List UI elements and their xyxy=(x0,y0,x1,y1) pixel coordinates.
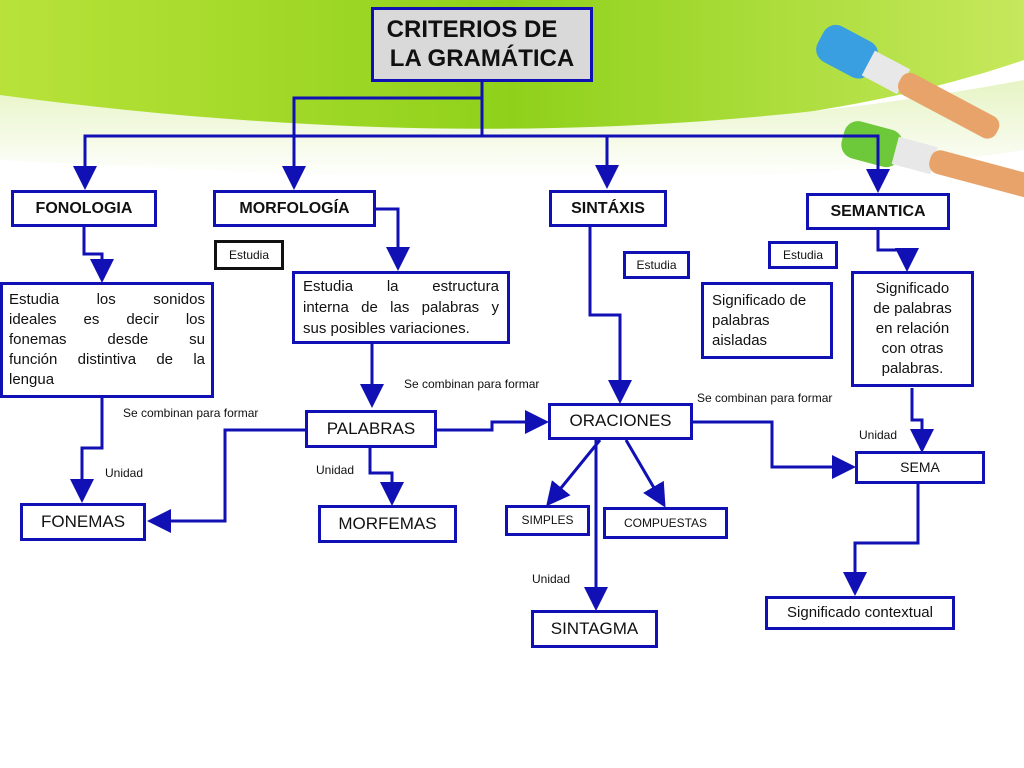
fonologia-label: FONOLOGIA xyxy=(35,199,133,217)
description-line: aisladas xyxy=(712,331,768,349)
edge-label-unidad: Unidad xyxy=(532,572,571,586)
estudia-tag-morfologia: Estudia xyxy=(214,240,284,270)
description-line: función distintiva de la xyxy=(9,351,205,368)
significado-contextual-box: Significado contextual xyxy=(765,596,955,630)
estudia-label: Estudia xyxy=(782,247,824,262)
semantica-label: SEMANTICA xyxy=(830,202,926,220)
description-line: con otras xyxy=(881,340,944,357)
edge-label-unidad: Unidad xyxy=(859,428,898,442)
fonologia-description: Estudia los sonidos ideales es decir los… xyxy=(0,282,214,398)
simples-label: SIMPLES xyxy=(521,513,574,528)
title-box: CRITERIOS DE LA GRAMÁTICA xyxy=(371,7,593,82)
oraciones-box: ORACIONES xyxy=(548,403,693,440)
palabras-label: PALABRAS xyxy=(326,418,416,438)
edge-label-unidad: Unidad xyxy=(316,463,355,477)
morfemas-label: MORFEMAS xyxy=(338,513,437,533)
compuestas-box: COMPUESTAS xyxy=(603,507,728,539)
paintbrush-icon xyxy=(841,121,1024,198)
fonemas-box: FONEMAS xyxy=(20,503,146,541)
description-line: ideales es decir los xyxy=(9,311,205,328)
title-line-2: LA GRAMÁTICA xyxy=(389,44,575,72)
description-line: Significado xyxy=(875,280,950,297)
sintaxis-label: SINTÁXIS xyxy=(571,199,645,217)
sema-box: SEMA xyxy=(855,451,985,484)
description-line: interna de las palabras y xyxy=(303,299,499,316)
semantica-related-meaning: Significado de palabras en relación con … xyxy=(851,271,974,387)
sema-label: SEMA xyxy=(900,459,940,476)
description-line: palabras xyxy=(712,311,770,329)
estudia-tag-semantica: Estudia xyxy=(768,241,838,269)
edge-label-combinan: Se combinan para formar xyxy=(697,391,833,405)
fonologia-box: FONOLOGIA xyxy=(11,190,157,227)
description-line: palabras. xyxy=(881,360,944,377)
description-line: de palabras xyxy=(873,300,952,317)
oraciones-label: ORACIONES xyxy=(569,411,672,431)
estudia-tag-sintaxis: Estudia xyxy=(623,251,690,279)
light-swoosh xyxy=(0,80,1024,180)
sintagma-box: SINTAGMA xyxy=(531,610,658,648)
paintbrush-icon xyxy=(816,24,1000,139)
edge-label-combinan: Se combinan para formar xyxy=(123,406,259,420)
morfologia-description: Estudia la estructura interna de las pal… xyxy=(292,271,510,344)
simples-box: SIMPLES xyxy=(505,505,590,536)
description-line: Estudia la estructura xyxy=(303,278,499,295)
morfemas-box: MORFEMAS xyxy=(318,505,457,543)
compuestas-label: COMPUESTAS xyxy=(623,515,708,530)
sintagma-label: SINTAGMA xyxy=(550,618,639,638)
semantica-box: SEMANTICA xyxy=(806,193,950,230)
title-line-1: CRITERIOS DE xyxy=(386,15,558,43)
description-line: fonemas desde su xyxy=(9,331,205,348)
palabras-box: PALABRAS xyxy=(305,410,437,448)
fonemas-label: FONEMAS xyxy=(40,511,126,531)
estudia-label: Estudia xyxy=(636,257,677,272)
edge-label-combinan: Se combinan para formar xyxy=(404,377,540,391)
edge-label-unidad: Unidad xyxy=(105,466,144,480)
description-line: Significado de xyxy=(712,291,807,309)
significado-contextual-label: Significado contextual xyxy=(787,604,933,621)
estudia-label: Estudia xyxy=(228,247,270,262)
morfologia-box: MORFOLOGÍA xyxy=(213,190,376,227)
morfologia-label: MORFOLOGÍA xyxy=(239,199,350,217)
description-line: lengua xyxy=(9,371,55,388)
sintaxis-box: SINTÁXIS xyxy=(549,190,667,227)
description-line: sus posibles variaciones. xyxy=(303,320,470,337)
description-line: en relación xyxy=(875,320,950,337)
description-line: Estudia los sonidos xyxy=(9,291,205,308)
semantica-isolated-meaning: Significado de palabras aisladas xyxy=(701,282,833,359)
